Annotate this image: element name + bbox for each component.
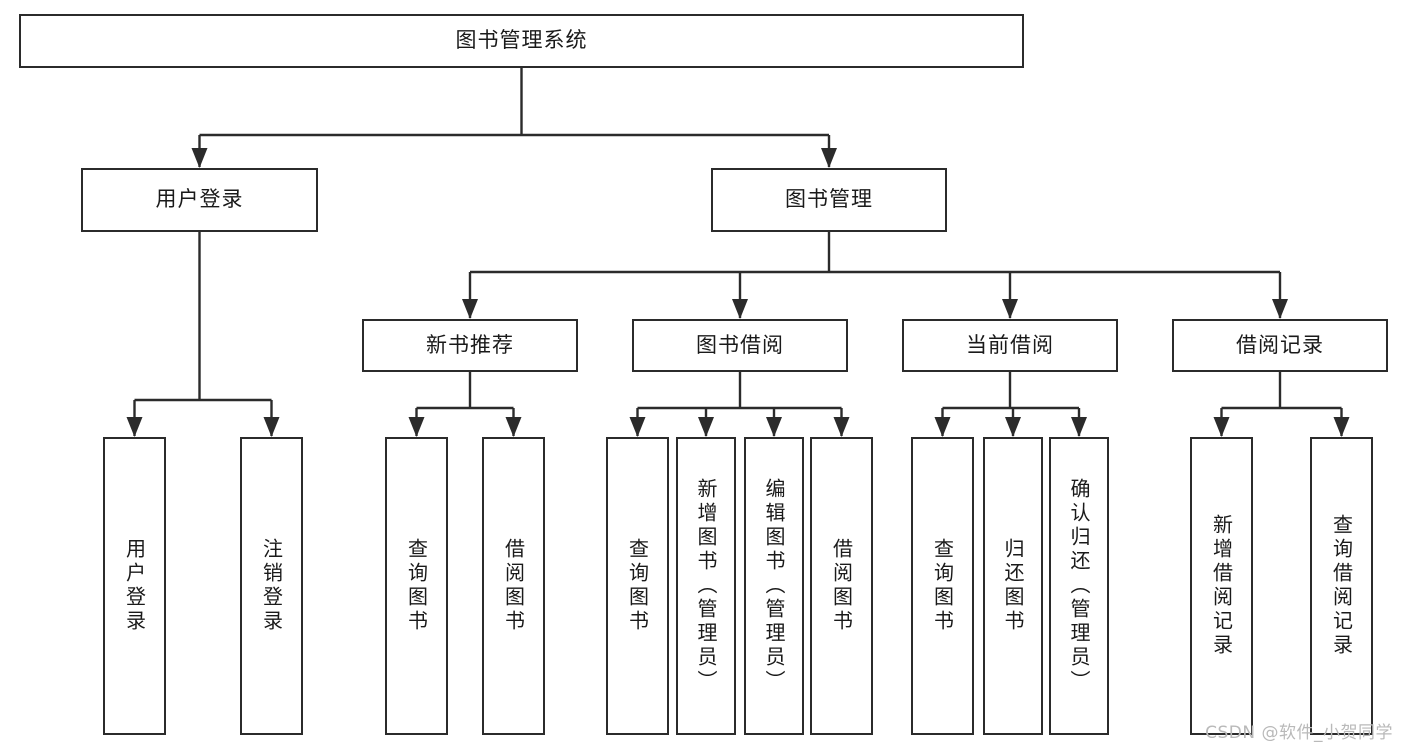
node-label: 新增图书（管理员）: [694, 478, 718, 694]
node-new-book-recommend[interactable]: 新书推荐: [362, 319, 578, 372]
node-label: 查询图书: [404, 538, 429, 634]
node-user-login[interactable]: 用户登录: [81, 168, 318, 232]
leaf-borrow-book-2[interactable]: 借阅图书: [810, 437, 873, 735]
leaf-add-borrow-record[interactable]: 新增借阅记录: [1190, 437, 1253, 735]
node-label: 归还图书: [1001, 538, 1025, 634]
node-label: 图书借阅: [696, 332, 784, 357]
node-label: 图书管理系统: [455, 28, 588, 53]
node-label: 图书管理: [785, 187, 873, 212]
leaf-query-book-2[interactable]: 查询图书: [606, 437, 669, 735]
node-label: 查询借阅记录: [1329, 514, 1354, 658]
leaf-edit-book-admin[interactable]: 编辑图书（管理员）: [744, 437, 804, 735]
node-label: 用户登录: [155, 187, 244, 212]
node-label: 新增借阅记录: [1209, 514, 1234, 658]
node-label: 借阅图书: [501, 538, 526, 634]
leaf-return-book[interactable]: 归还图书: [983, 437, 1043, 735]
node-label: 查询图书: [930, 538, 955, 634]
leaf-query-book-3[interactable]: 查询图书: [911, 437, 974, 735]
leaf-add-book-admin[interactable]: 新增图书（管理员）: [676, 437, 736, 735]
leaf-borrow-book-1[interactable]: 借阅图书: [482, 437, 545, 735]
node-label: 当前借阅: [966, 332, 1054, 357]
node-label: 查询图书: [625, 538, 650, 634]
node-title-book-management-system[interactable]: 图书管理系统: [19, 14, 1024, 68]
node-label: 借阅记录: [1236, 332, 1324, 357]
node-borrow-record[interactable]: 借阅记录: [1172, 319, 1388, 372]
watermark-text: CSDN @软件_小贺同学: [1205, 723, 1393, 743]
node-label: 用户登录: [122, 538, 147, 634]
node-label: 编辑图书（管理员）: [762, 478, 786, 694]
node-label: 确认归还（管理员）: [1067, 478, 1091, 694]
leaf-query-book-1[interactable]: 查询图书: [385, 437, 448, 735]
node-current-borrow[interactable]: 当前借阅: [902, 319, 1118, 372]
leaf-query-borrow-record[interactable]: 查询借阅记录: [1310, 437, 1373, 735]
node-label: 注销登录: [259, 538, 284, 634]
leaf-logout-login[interactable]: 注销登录: [240, 437, 303, 735]
leaf-confirm-return-admin[interactable]: 确认归还（管理员）: [1049, 437, 1109, 735]
node-label: 新书推荐: [426, 332, 514, 357]
node-book-management[interactable]: 图书管理: [711, 168, 947, 232]
leaf-user-login[interactable]: 用户登录: [103, 437, 166, 735]
node-label: 借阅图书: [829, 538, 854, 634]
node-book-borrow[interactable]: 图书借阅: [632, 319, 848, 372]
